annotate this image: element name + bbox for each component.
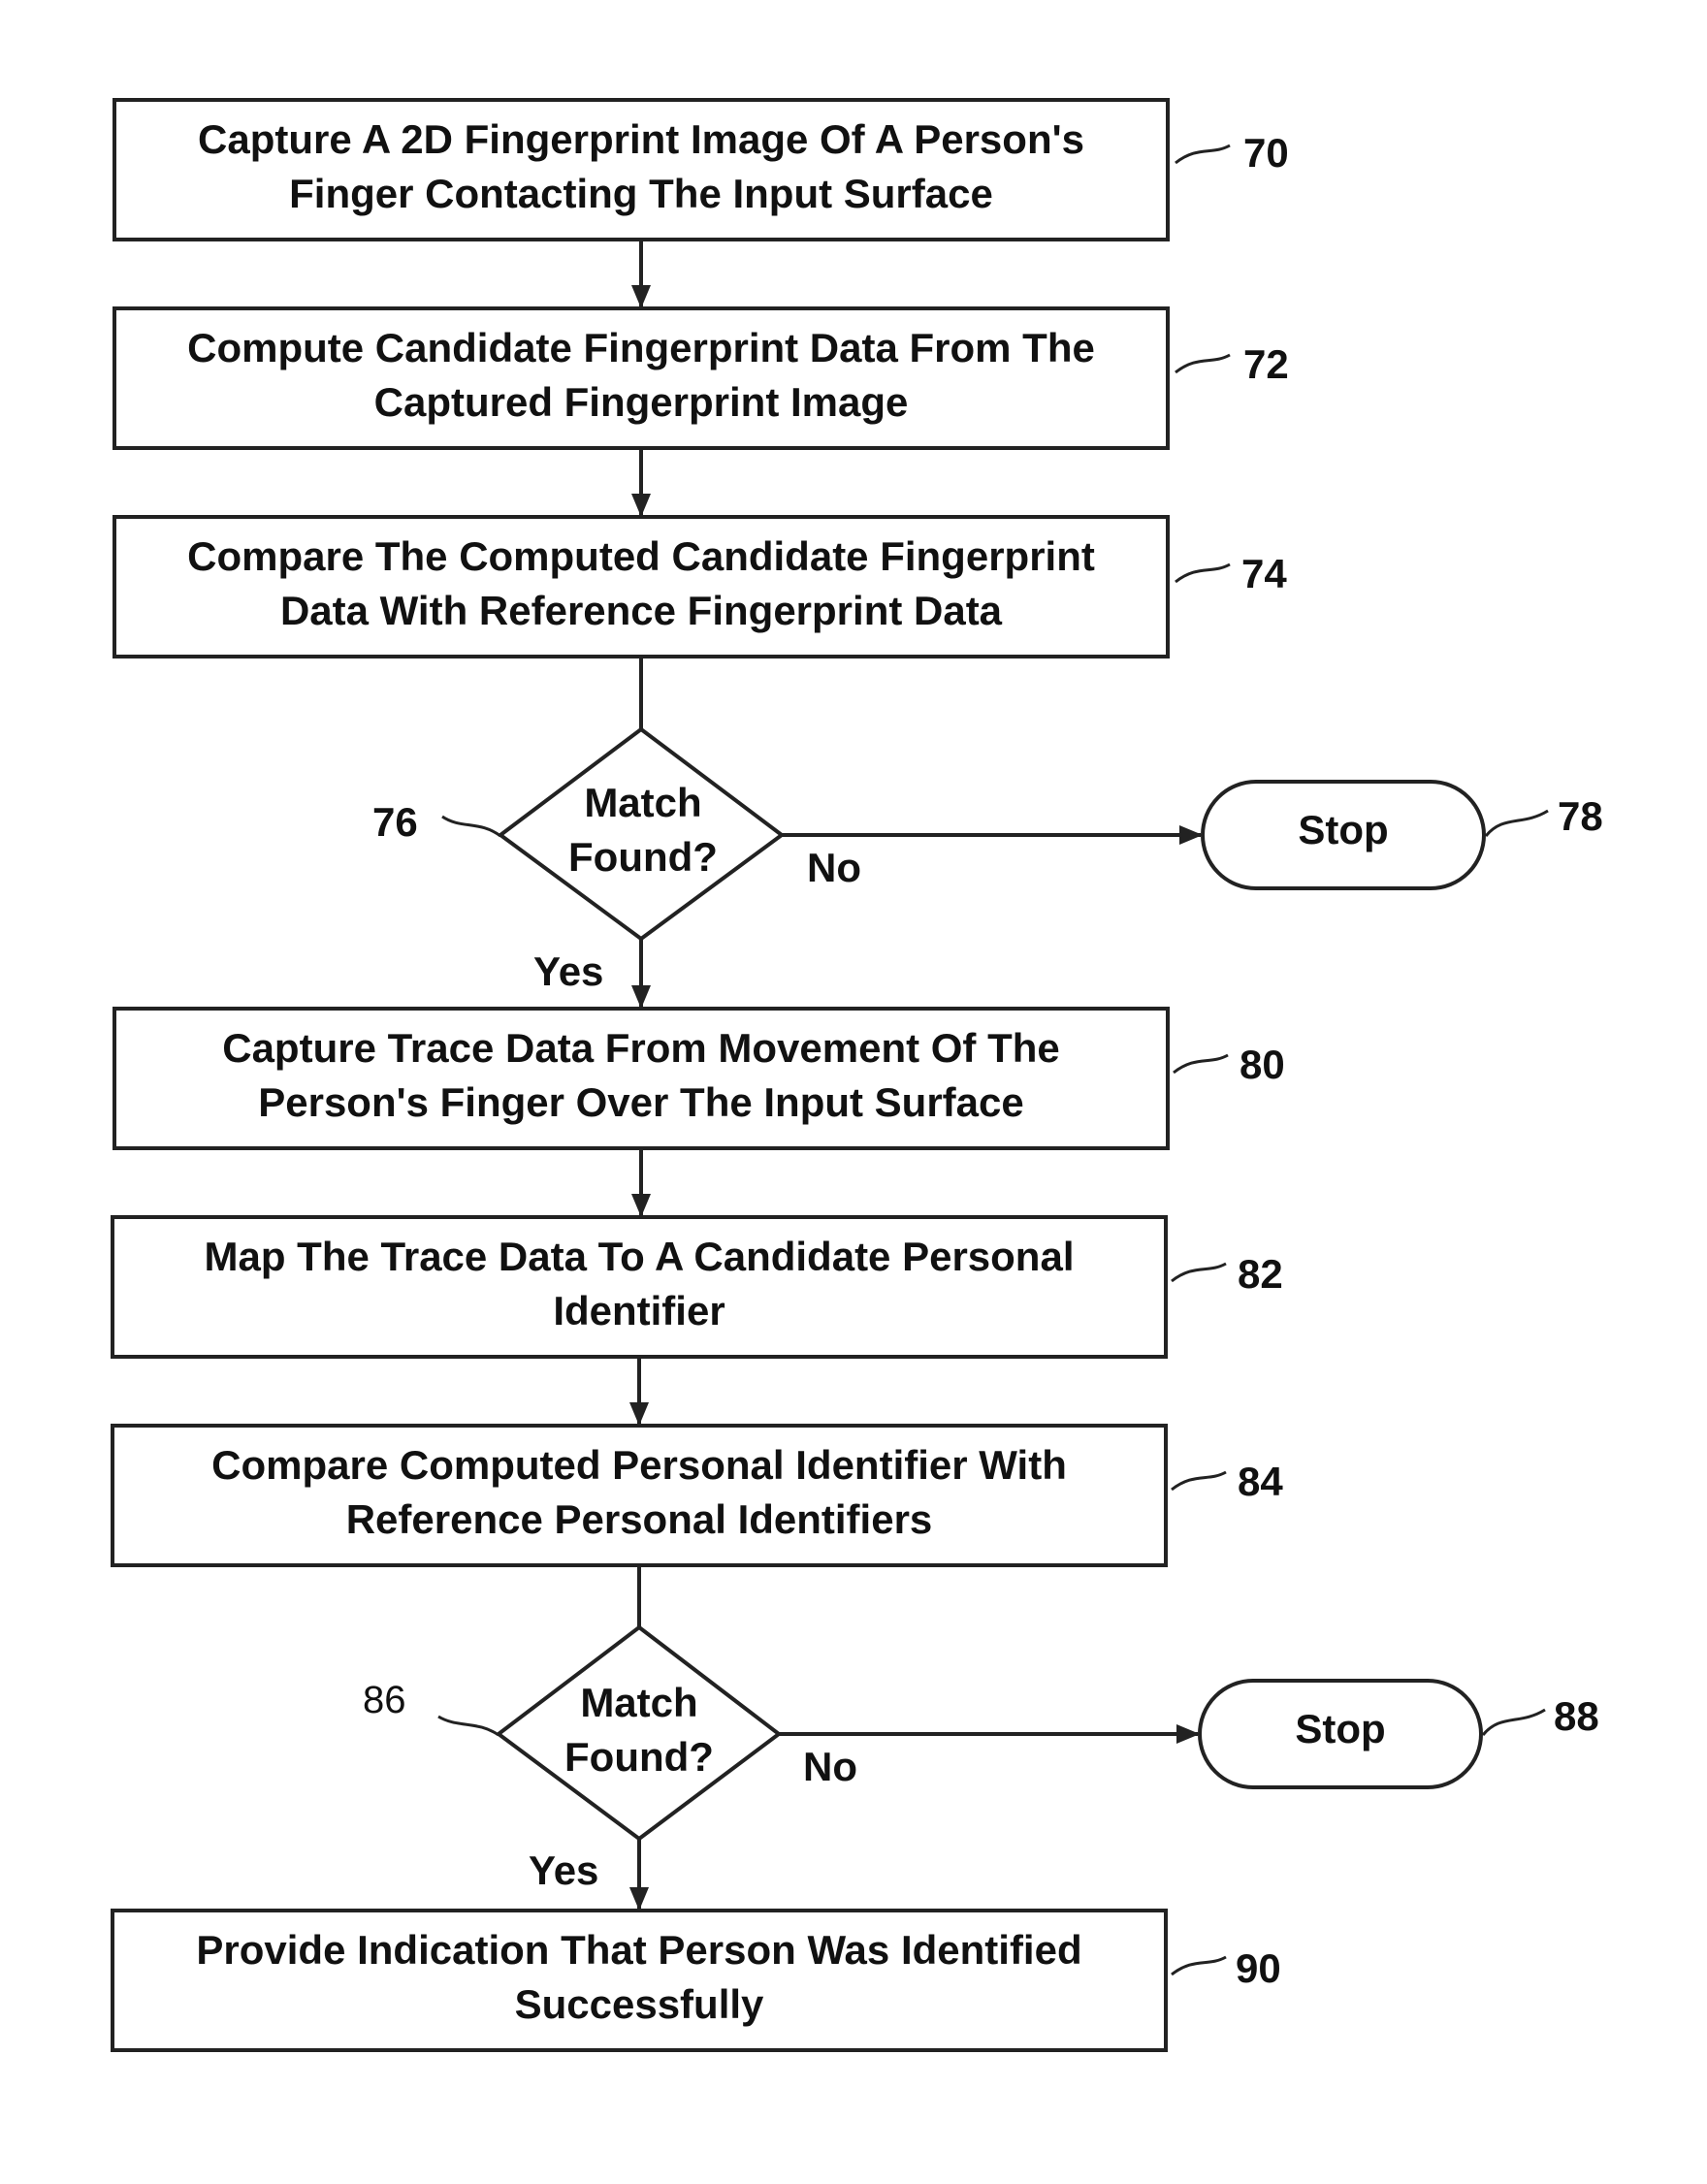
step-84-line1: Compare Computed Personal Identifier Wit… [211, 1442, 1067, 1488]
decision-76-line2: Found? [568, 834, 718, 880]
step-90-line2: Successfully [515, 1981, 764, 2027]
step-84-ref: 84 [1238, 1459, 1283, 1504]
terminal-88-ref: 88 [1554, 1693, 1599, 1739]
decision-76-leader [442, 817, 500, 836]
decision-86-no-label: No [803, 1744, 857, 1789]
step-80-line2: Person's Finger Over The Input Surface [258, 1079, 1024, 1125]
step-70: Capture A 2D Fingerprint Image Of A Pers… [114, 100, 1289, 240]
step-70-ref: 70 [1243, 130, 1289, 176]
step-84-line2: Reference Personal Identifiers [346, 1496, 933, 1542]
terminal-78-label: Stop [1298, 807, 1388, 852]
step-80-ref: 80 [1240, 1042, 1285, 1087]
step-70-leader [1176, 145, 1230, 163]
decision-86-yes-label: Yes [529, 1847, 598, 1893]
terminal-78-leader [1486, 811, 1548, 836]
step-84-leader [1172, 1472, 1226, 1490]
step-72-leader [1176, 355, 1230, 372]
step-80: Capture Trace Data From Movement Of The … [114, 1009, 1285, 1148]
step-82-leader [1172, 1264, 1226, 1281]
step-72-line2: Captured Fingerprint Image [374, 379, 909, 425]
decision-86-line2: Found? [564, 1734, 714, 1780]
step-82: Map The Trace Data To A Candidate Person… [113, 1217, 1283, 1357]
step-82-ref: 82 [1238, 1251, 1283, 1297]
step-90-line1: Provide Indication That Person Was Ident… [196, 1927, 1081, 1973]
decision-86-line1: Match [580, 1680, 697, 1725]
step-80-leader [1174, 1055, 1228, 1073]
decision-76-ref: 76 [372, 799, 418, 845]
step-72-line1: Compute Candidate Fingerprint Data From … [187, 325, 1095, 370]
decision-86-ref: 86 [363, 1679, 406, 1721]
decision-76-yes-label: Yes [533, 948, 603, 994]
decision-76-line1: Match [584, 780, 701, 825]
terminal-78: Stop 78 [1203, 782, 1603, 888]
step-90-leader [1172, 1957, 1226, 1975]
terminal-78-ref: 78 [1558, 793, 1603, 839]
decision-86-diamond [499, 1627, 779, 1839]
terminal-88: Stop 88 [1200, 1681, 1599, 1787]
step-90: Provide Indication That Person Was Ident… [113, 1911, 1281, 2050]
step-72: Compute Candidate Fingerprint Data From … [114, 308, 1289, 448]
step-90-ref: 90 [1236, 1945, 1281, 1991]
step-72-ref: 72 [1243, 341, 1289, 387]
step-80-line1: Capture Trace Data From Movement Of The [222, 1025, 1060, 1071]
step-82-line1: Map The Trace Data To A Candidate Person… [205, 1234, 1075, 1279]
decision-86-leader [438, 1717, 499, 1735]
terminal-88-label: Stop [1295, 1706, 1385, 1751]
step-70-line1: Capture A 2D Fingerprint Image Of A Pers… [198, 116, 1084, 162]
step-82-line2: Identifier [553, 1288, 725, 1333]
terminal-88-leader [1483, 1710, 1545, 1735]
decision-76: Match Found? 76 [372, 729, 782, 939]
step-74-ref: 74 [1241, 551, 1287, 596]
decision-86: Match Found? 86 [363, 1627, 779, 1839]
step-74-line2: Data With Reference Fingerprint Data [280, 588, 1003, 633]
step-70-line2: Finger Contacting The Input Surface [289, 171, 993, 216]
step-74-line1: Compare The Computed Candidate Fingerpri… [187, 533, 1095, 579]
step-84: Compare Computed Personal Identifier Wit… [113, 1426, 1283, 1565]
step-74-leader [1176, 564, 1230, 582]
step-74: Compare The Computed Candidate Fingerpri… [114, 517, 1287, 657]
decision-76-no-label: No [807, 845, 861, 890]
